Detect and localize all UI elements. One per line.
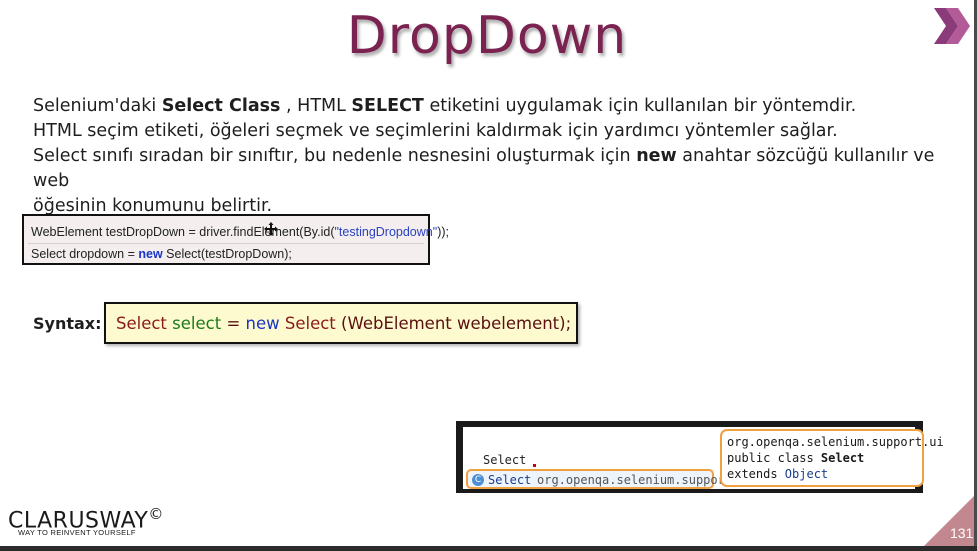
doc-declaration: public class Select (727, 451, 865, 465)
double-chevron-right-icon[interactable] (932, 6, 970, 46)
window-edge (974, 0, 977, 551)
logo-tagline: WAY TO REINVENT YOURSELF (18, 528, 136, 537)
doc-package: org.openqa.selenium.support.ui (727, 435, 944, 449)
paragraph-line-1: Selenium'daki Select Class , HTML SELECT… (33, 96, 857, 116)
syntax-label: Syntax: (33, 314, 102, 333)
paragraph-line-3: Select sınıfı sıradan bir sınıftır, bu n… (33, 146, 935, 191)
ide-typed-text: Select (483, 453, 527, 467)
suggestion-package: org.openqa.selenium.support.ui (537, 473, 754, 487)
page-number-badge (924, 496, 974, 546)
code-line-2: Select dropdown = new Select(testDropDow… (31, 247, 292, 261)
code-snippet: WebElement testDropDown = driver.findEle… (22, 214, 449, 265)
description-paragraph: Selenium'daki Select Class , HTML SELECT… (33, 94, 943, 219)
class-c-icon: C (472, 474, 484, 486)
text-caret (533, 464, 536, 467)
ide-autocomplete-screenshot: Select C Select org.openqa.selenium.supp… (456, 421, 944, 493)
clarusway-logo: CLARUSWAY© (8, 505, 164, 534)
syntax-box: Select select = new Select (WebElement w… (104, 302, 578, 344)
suggestion-class: Select (488, 473, 532, 487)
autocomplete-suggestion[interactable]: C Select org.openqa.selenium.support.ui (466, 469, 754, 489)
move-cursor-icon (264, 222, 278, 236)
javadoc-popup: org.openqa.selenium.support.ui public cl… (720, 429, 944, 487)
code-line-1: WebElement testDropDown = driver.findEle… (31, 225, 449, 239)
slide-title: DropDown (346, 6, 628, 66)
paragraph-line-4: öğesinin konumunu belirtir. (33, 196, 273, 216)
page-number: 131 (950, 525, 974, 541)
doc-extends: extends Object (727, 467, 829, 481)
paragraph-line-2: HTML seçim etiketi, öğeleri seçmek ve se… (33, 121, 838, 141)
window-bottom-edge (0, 546, 977, 551)
code-divider (28, 243, 424, 244)
ide-editor: Select C Select org.openqa.selenium.supp… (463, 427, 944, 489)
